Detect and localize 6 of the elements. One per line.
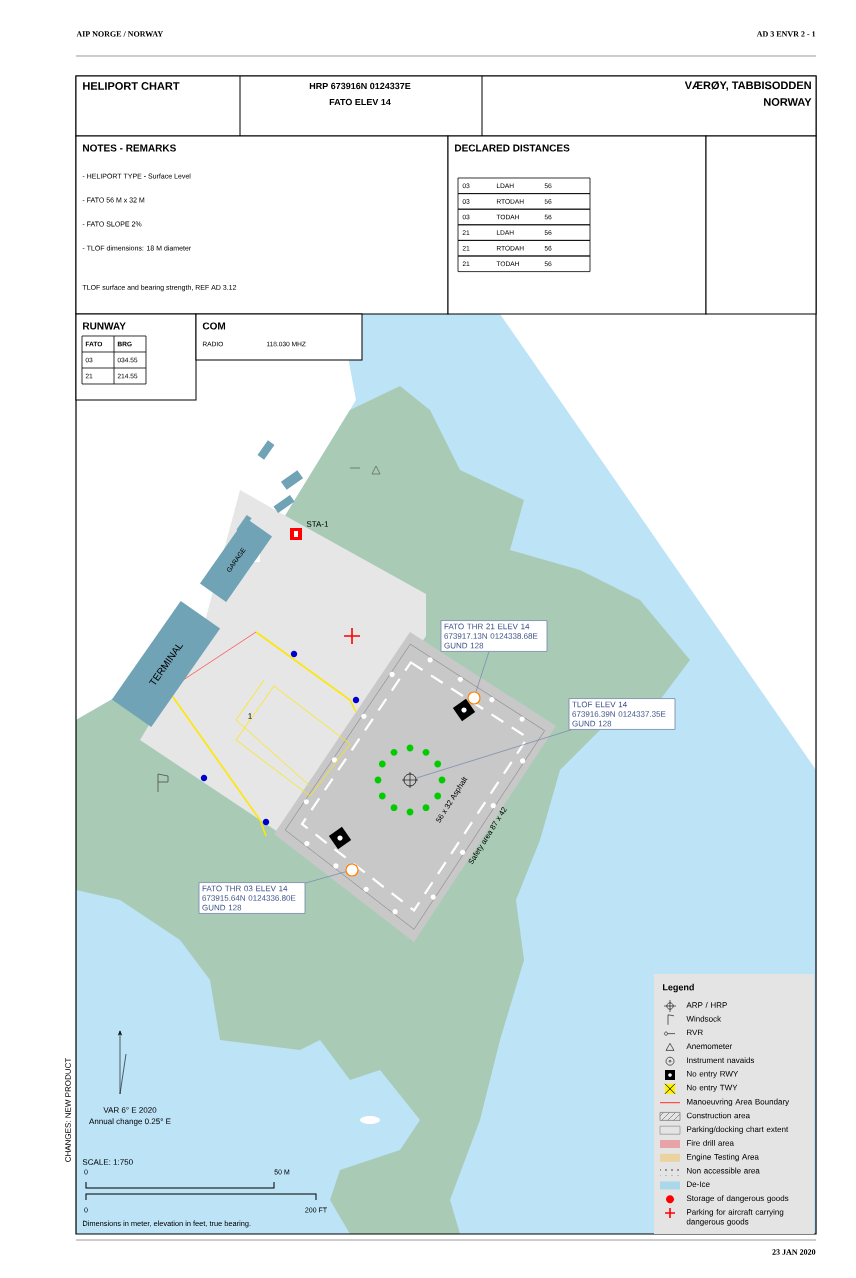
point-marker — [345, 863, 359, 877]
point-marker — [403, 773, 417, 787]
leader-line — [305, 871, 346, 884]
leader-line — [415, 729, 572, 779]
point-marker — [467, 691, 481, 705]
leader-line — [475, 651, 490, 693]
